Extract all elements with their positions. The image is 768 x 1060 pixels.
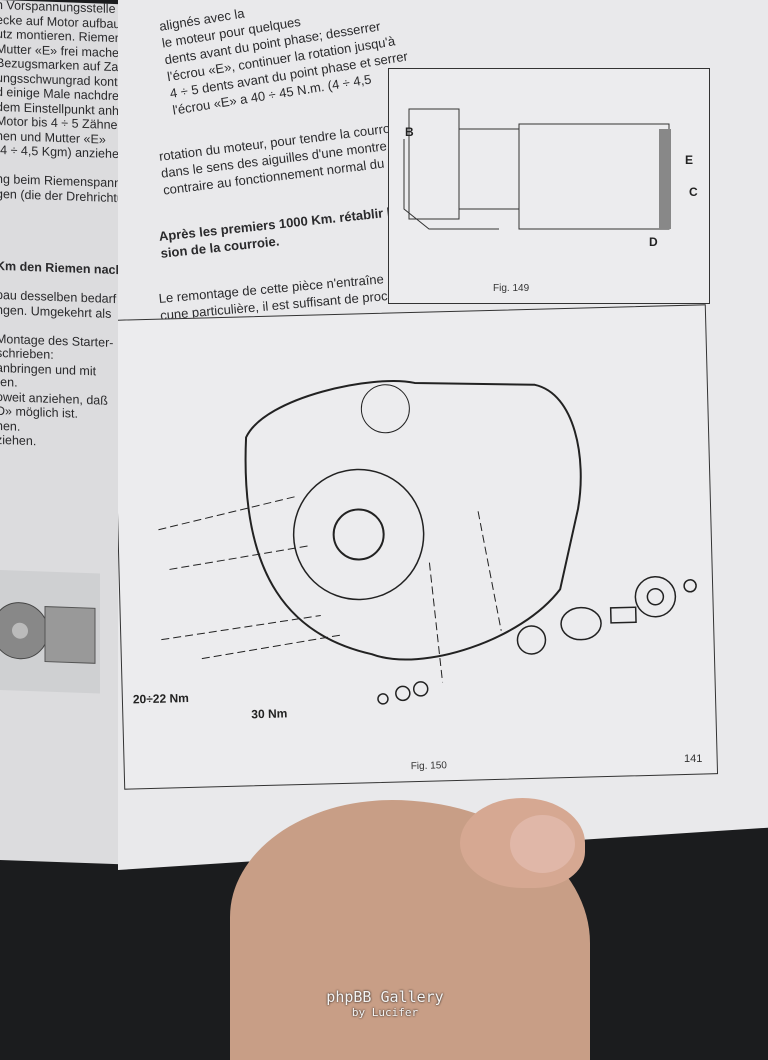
torque-label-nut: 30 Nm	[251, 706, 288, 722]
engine-photo	[0, 570, 100, 694]
french-paragraph-1: alignés avec la le moteur pour quelques …	[158, 5, 409, 118]
thumbnail	[510, 815, 575, 873]
label-b: B	[405, 125, 414, 139]
figure-150: 20÷22 Nm 30 Nm Fig. 150	[118, 304, 719, 790]
page-number: 141	[684, 753, 703, 765]
watermark-subtitle: by Lucifer	[351, 1006, 419, 1019]
watermark-title: phpBB Gallery	[326, 988, 444, 1006]
right-page: alignés avec la le moteur pour quelques …	[118, 0, 768, 870]
label-d: D	[649, 235, 658, 249]
starter-diagram	[403, 108, 671, 230]
figure-150-caption: Fig. 150	[410, 760, 448, 773]
figure-149: B E C D Fig. 149	[388, 68, 710, 304]
watermark: phpBB Gallery by Lucifer	[300, 988, 470, 1019]
torque-label-bolts: 20÷22 Nm	[132, 690, 190, 707]
label-e: E	[685, 153, 694, 167]
label-c: C	[689, 185, 698, 199]
flywheel-housing-diagram	[158, 380, 697, 705]
figure-149-caption: Fig. 149	[493, 283, 530, 294]
